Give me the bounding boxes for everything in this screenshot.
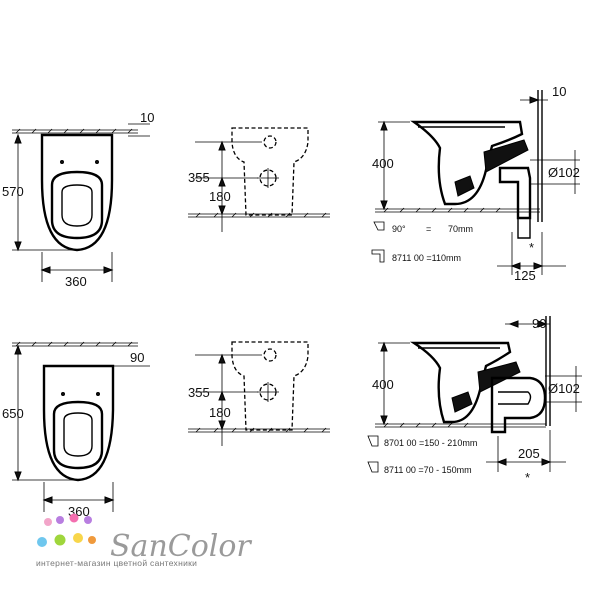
top-front-upper-hole [263, 135, 277, 149]
top-front-355: 355 [188, 170, 210, 185]
top-plan-offset: 10 [140, 110, 154, 125]
bottom-part-label-2: 8711 00 =70 - 150mm [384, 465, 472, 475]
logo-dot [84, 516, 92, 524]
top-front-outline [231, 127, 309, 216]
bottom-side-horizontal: 205 [518, 446, 540, 461]
top-side-view: 10 400 Ø102 125 [371, 84, 580, 283]
bottom-side-bowl [409, 341, 512, 424]
top-front-180: 180 [209, 189, 231, 204]
logo-dot [54, 534, 66, 546]
logo-dot [44, 518, 52, 526]
bottom-side-diameter: Ø102 [548, 381, 580, 396]
bottom-front-view: 355 180 [188, 341, 330, 446]
top-plan-width: 360 [65, 274, 87, 289]
top-side-horizontal: 125 [514, 268, 536, 283]
bottom-front-180: 180 [209, 405, 231, 420]
top-bowl-outline [40, 133, 114, 252]
bottom-front-outline [231, 341, 309, 431]
top-angle-value: 70mm [448, 224, 473, 234]
logo-dot [37, 537, 47, 547]
top-front-view: 355 180 [188, 127, 330, 232]
bottom-side-pipe [490, 376, 547, 434]
top-angle-label: 90° [392, 224, 406, 234]
bottom-part-label-1: 8701 00 =150 - 210mm [384, 438, 477, 448]
logo-text: SanColor [110, 529, 252, 564]
top-side-pipe [498, 166, 532, 220]
bottom-bowl-outline [42, 364, 115, 482]
logo-dot [73, 533, 83, 543]
fitting-icon-8701 [367, 435, 379, 447]
top-side-height: 400 [372, 156, 394, 171]
logo-tagline: интернет-магазин цветной сантехники [36, 558, 197, 568]
top-part-label: 8711 00 =110mm [392, 253, 461, 263]
bottom-plan-view: 90 650 360 [2, 341, 150, 519]
logo-dot [88, 536, 96, 544]
top-side-diameter: Ø102 [548, 165, 580, 180]
bottom-front-upper-hole [263, 348, 277, 362]
top-side-star: * [529, 240, 534, 255]
bottom-seat-outline [52, 400, 104, 470]
bottom-side-offset: 90 [532, 316, 546, 331]
bottom-side-height: 400 [372, 377, 394, 392]
logo-dot [56, 516, 64, 524]
bottom-seat-inner [63, 412, 93, 457]
bottom-front-355: 355 [188, 385, 210, 400]
sancolor-logo: SanColor интернет-магазин цветной сантех… [36, 513, 252, 568]
top-seat-outline [50, 170, 104, 240]
bottom-side-view: 90 400 Ø102 205 * 8701 00 =150 - 210mm [367, 316, 582, 485]
top-side-offset: 10 [552, 84, 566, 99]
bottom-plan-offset: 90 [130, 350, 144, 365]
bottom-side-star: * [525, 470, 530, 485]
fitting-icon-8711 [367, 461, 379, 473]
top-side-bowl [410, 120, 524, 206]
pipe-fitting-icon [371, 249, 385, 263]
top-angle-eq: = [426, 224, 431, 234]
elbow-icon-90 [373, 221, 385, 231]
top-plan-depth: 570 [2, 184, 24, 199]
top-plan-view: 10 570 360 [2, 110, 154, 289]
bottom-plan-depth: 650 [2, 406, 24, 421]
top-seat-inner [61, 184, 93, 227]
logo-dot [69, 513, 79, 523]
